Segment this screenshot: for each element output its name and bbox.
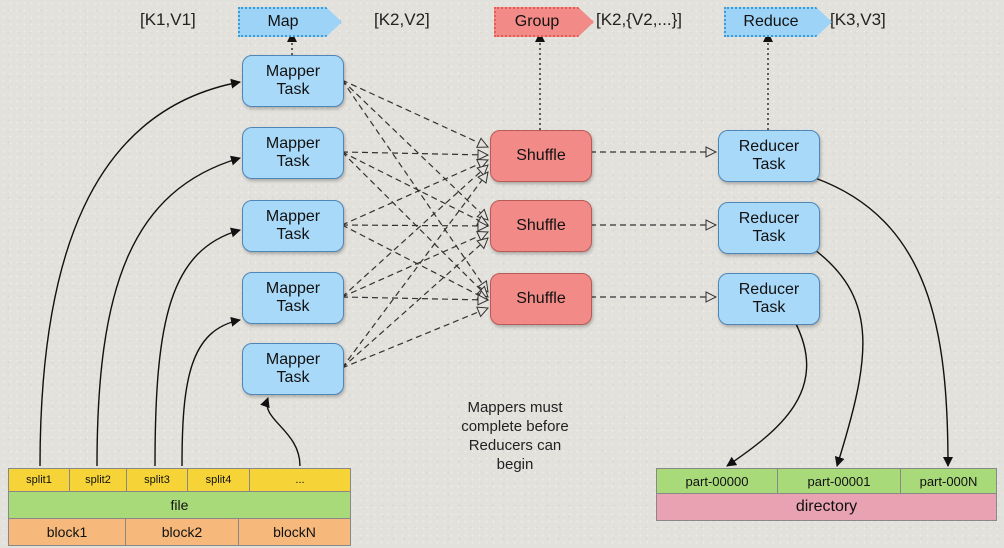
reducer-part-links (726, 177, 953, 467)
kv3-label: [K3,V3] (830, 10, 886, 29)
mapper-task-label: Mapper Task (265, 63, 321, 98)
mappers-complete-note: Mappers must complete before Reducers ca… (461, 399, 569, 473)
mapper-task-label: Mapper Task (265, 208, 321, 243)
reduce-phase-arrow: Reduce (724, 7, 832, 37)
part-cell-n: part-000N (900, 468, 997, 494)
mapper-task-2: Mapper Task (242, 127, 344, 179)
reducer-task-3: Reducer Task (718, 273, 820, 325)
split-cell-4: split4 (187, 468, 250, 492)
reducer-task-label: Reducer Task (738, 138, 800, 173)
split3-to-mapper3 (154, 227, 241, 467)
block-cell-1: block1 (8, 518, 126, 546)
block-cell-n: blockN (238, 518, 351, 546)
reducer-task-1: Reducer Task (718, 130, 820, 182)
reduce-phase-label: Reduce (743, 13, 799, 30)
part-cell-1: part-00001 (777, 468, 901, 494)
reducer2-to-part (814, 249, 864, 467)
shuffle-2: Shuffle (490, 200, 592, 252)
split-cell-2: split2 (69, 468, 127, 492)
shuffle-reducer-links (590, 152, 716, 297)
split-cell-3: split3 (126, 468, 188, 492)
mapper-task-label: Mapper Task (265, 280, 321, 315)
mapper-task-4: Mapper Task (242, 272, 344, 324)
split2-to-mapper2 (96, 155, 241, 467)
mapper-task-label: Mapper Task (265, 135, 321, 170)
shuffle-label: Shuffle (516, 217, 566, 234)
group-phase-label: Group (514, 13, 560, 30)
reducer-task-label: Reducer Task (738, 210, 800, 245)
group-phase-arrow: Group (494, 7, 594, 37)
block-cell-2: block2 (125, 518, 239, 546)
mapper-task-5: Mapper Task (242, 343, 344, 395)
split4-to-mapper4 (181, 316, 241, 467)
kv2-label: [K2,V2] (374, 10, 430, 29)
reducer1-to-part (814, 177, 953, 467)
split1-to-mapper1 (39, 78, 241, 467)
directory-bar: directory (656, 493, 997, 521)
shuffle-3: Shuffle (490, 273, 592, 325)
map-phase-label: Map (267, 13, 299, 30)
mapper-task-3: Mapper Task (242, 200, 344, 252)
mapper-task-label: Mapper Task (265, 351, 321, 386)
shuffle-1: Shuffle (490, 130, 592, 182)
reducer3-to-part (726, 321, 808, 467)
phase-links (287, 32, 773, 130)
kv-grouped-label: [K2,{V2,...}] (596, 10, 683, 29)
file-bar: file (8, 491, 351, 519)
reducer-task-label: Reducer Task (738, 281, 800, 316)
split-cell-more: ... (249, 468, 351, 492)
part-cell-0: part-00000 (656, 468, 778, 494)
mapper-task-1: Mapper Task (242, 55, 344, 107)
shuffle-label: Shuffle (516, 290, 566, 307)
mapper-shuffle-links (341, 79, 488, 369)
kv1-label: [K1,V1] (140, 10, 196, 29)
split5-to-mapper5 (260, 397, 301, 467)
shuffle-label: Shuffle (516, 147, 566, 164)
reducer-task-2: Reducer Task (718, 202, 820, 254)
map-phase-arrow: Map (238, 7, 342, 37)
split-mapper-links (39, 78, 301, 467)
split-cell-1: split1 (8, 468, 70, 492)
